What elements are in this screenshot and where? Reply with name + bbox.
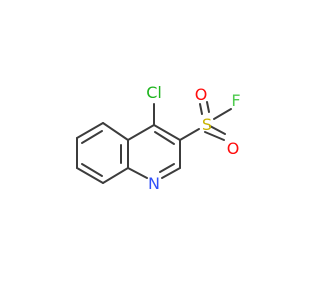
bond-n1-c8a [127,167,148,179]
bond-s-o-top-b [206,101,210,113]
structure-canvas: Cl S O O F N [76,83,241,193]
bond-s-o-top-a [199,103,203,115]
atom-label-o-top: O [195,85,208,104]
bond-c5-c6 [76,122,104,139]
bond-c4a-c5 [102,122,129,141]
atom-label-f: F [231,91,240,110]
bond-c8-c8a [102,167,129,184]
bond-c7-c8-inner [81,163,103,177]
bond-c5-c6-inner [81,130,103,144]
bond-s-o-bottom-b [209,125,226,135]
bond-c4a-c4 [127,124,155,141]
bond-s-f [213,108,232,120]
bond-c7-c8 [76,167,104,184]
structure-diagram: Cl S O O F N [76,83,241,193]
bond-c2-n1-inner [159,163,175,173]
bond-s-o-bottom-a [204,131,225,141]
bond-c4-c3 [153,124,181,141]
atom-label-s: S [202,115,212,134]
bond-c4-c3-inner [154,131,175,145]
atom-label-o-bottom: O [227,139,240,158]
atom-label-cl: Cl [146,83,162,102]
atom-label-n: N [148,174,160,193]
bond-c2-n1 [161,167,181,179]
bond-c3-s [179,128,200,141]
